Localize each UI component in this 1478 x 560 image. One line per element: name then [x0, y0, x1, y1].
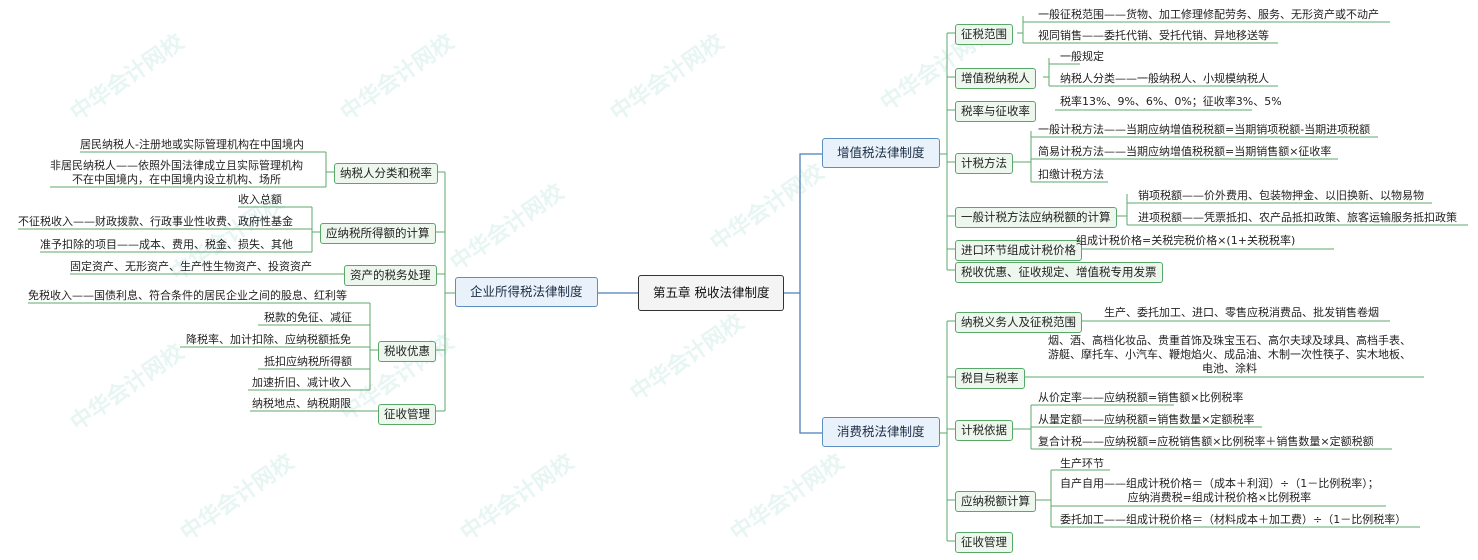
vat-other-node: 税收优惠、征收规定、增值税专用发票 — [955, 262, 1163, 283]
cit-pref-item: 免税收入——国债利息、符合条件的居民企业之间的股息、红利等 — [28, 289, 347, 302]
cit-pref-item: 降税率、加计扣除、应纳税额抵免 — [186, 333, 351, 346]
vat-method-node: 计税方法 — [955, 153, 1013, 174]
cit-taxpayer-node: 纳税人分类和税率 — [334, 163, 438, 184]
vat-scope-item: 一般征税范围——货物、加工修理修配劳务、服务、无形资产或不动产 — [1038, 8, 1379, 21]
cit-pref-item: 抵扣应纳税所得额 — [264, 355, 352, 368]
vat-method-item: 扣缴计税方法 — [1038, 168, 1104, 181]
vat-import-item: 组成计税价格=关税完税价格×(1+关税税率) — [1076, 234, 1296, 247]
consumption-items-node: 税目与税率 — [955, 368, 1025, 389]
consumption-calc-item: 自产自用——组成计税价格＝（成本＋利润）÷（1－比例税率）； 应纳消费税=组成计… — [1060, 477, 1379, 504]
cit-income-item: 收入总额 — [238, 193, 282, 206]
vat-general-item: 进项税额——凭票抵扣、农产品抵扣政策、旅客运输服务抵扣政策 — [1138, 211, 1457, 224]
vat-node: 增值税法律制度 — [822, 138, 940, 168]
vat-taxpayer-node: 增值税纳税人 — [955, 68, 1036, 89]
vat-general-node: 一般计税方法应纳税额的计算 — [955, 207, 1117, 228]
cit-taxpayer-item: 非居民纳税人——依照外国法律成立且实际管理机构 不在中国境内，在中国境内设立机构… — [50, 159, 303, 186]
vat-method-item: 简易计税方法——当期应纳增值税税额=当期销售额×征收率 — [1038, 145, 1332, 158]
consumption-basis-node: 计税依据 — [955, 420, 1013, 441]
cit-income-node: 应纳税所得额的计算 — [320, 223, 436, 244]
vat-scope-node: 征税范围 — [955, 24, 1013, 45]
consumption-items-text: 烟、酒、高档化妆品、贵重首饰及珠宝玉石、高尔夫球及球具、高档手表、 游艇、摩托车… — [1048, 334, 1411, 375]
consumption-calc-item: 生产环节 — [1060, 457, 1104, 470]
vat-import-node: 进口环节组成计税价格 — [955, 240, 1082, 261]
cit-pref-node: 税收优惠 — [378, 341, 436, 362]
cit-admin-item: 纳税地点、纳税期限 — [252, 397, 351, 410]
vat-scope-item: 视同销售——委托代销、受托代销、异地移送等 — [1038, 29, 1269, 42]
consumption-admin-node: 征收管理 — [955, 532, 1013, 553]
consumption-calc-node: 应纳税额计算 — [955, 491, 1036, 512]
consumption-basis-item: 从价定率——应纳税额=销售额×比例税率 — [1038, 391, 1244, 404]
consumption-scope-node: 纳税义务人及征税范围 — [955, 312, 1082, 333]
consumption-basis-item: 复合计税——应纳税额=应税销售额×比例税率＋销售数量×定额税额 — [1038, 435, 1374, 448]
cit-taxpayer-item: 居民纳税人-注册地或实际管理机构在中国境内 — [80, 138, 304, 151]
vat-general-item: 销项税额——价外费用、包装物押金、以旧换新、以物易物 — [1138, 189, 1424, 202]
cit-pref-item: 加速折旧、减计收入 — [252, 376, 351, 389]
cit-node: 企业所得税法律制度 — [455, 277, 598, 307]
vat-rate-item: 税率13%、9%、6%、0%；征收率3%、5% — [1060, 95, 1282, 108]
vat-taxpayer-item: 纳税人分类——一般纳税人、小规模纳税人 — [1060, 72, 1269, 85]
cit-assets-item: 固定资产、无形资产、生产性生物资产、投资资产 — [70, 260, 312, 273]
cit-pref-item: 税款的免征、减征 — [264, 311, 352, 324]
cit-income-item: 准予扣除的项目——成本、费用、税金、损失、其他 — [40, 238, 293, 251]
consumption-scope-item: 生产、委托加工、进口、零售应税消费品、批发销售卷烟 — [1104, 306, 1379, 319]
vat-method-item: 一般计税方法——当期应纳增值税税额=当期销项税额-当期进项税额 — [1038, 123, 1371, 136]
vat-rate-node: 税率与征收率 — [955, 101, 1036, 122]
consumption-calc-item: 委托加工——组成计税价格＝（材料成本＋加工费）÷（1－比例税率） — [1060, 513, 1407, 526]
cit-admin-node: 征收管理 — [378, 404, 436, 425]
vat-taxpayer-item: 一般规定 — [1060, 50, 1104, 63]
consumption-basis-item: 从量定额——应纳税额=销售数量×定额税率 — [1038, 413, 1255, 426]
root-node: 第五章 税收法律制度 — [638, 275, 785, 311]
consumption-node: 消费税法律制度 — [822, 417, 940, 447]
cit-income-item: 不征税收入——财政拨款、行政事业性收费、政府性基金 — [18, 215, 293, 228]
cit-assets-node: 资产的税务处理 — [344, 265, 437, 286]
